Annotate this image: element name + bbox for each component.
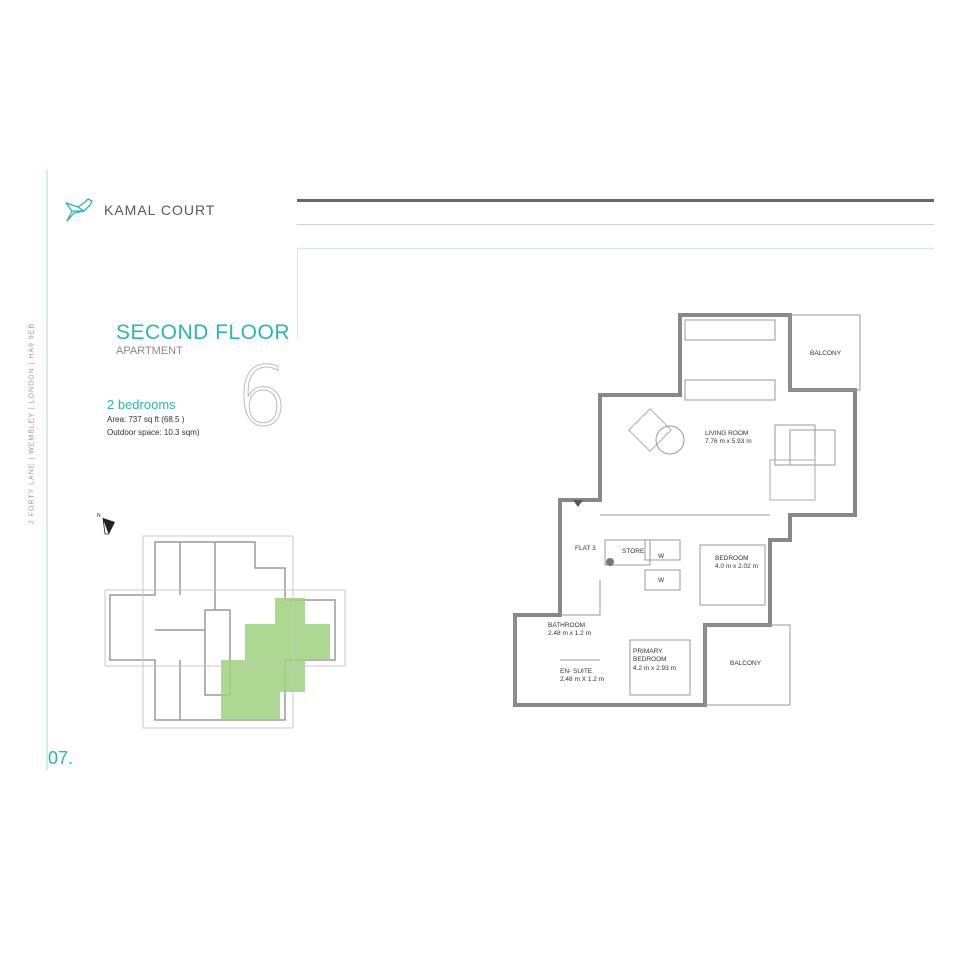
north-arrow-icon: N — [97, 513, 115, 535]
unit-number: 6 — [235, 350, 289, 446]
frame-top-line — [297, 248, 934, 249]
frame-left-line — [297, 248, 298, 338]
room-balcony-bottom: BALCONY — [730, 660, 762, 667]
floor-title: SECOND FLOOR — [116, 321, 291, 344]
brand-name: KAMAL COURT — [104, 202, 216, 218]
bird-logo-icon — [65, 198, 93, 222]
header-rule-dark — [297, 199, 934, 202]
outdoor-space-text: Outdoor space: 10.3 sqm) — [107, 428, 200, 437]
room-store: STORE — [622, 548, 645, 555]
key-plan: N — [97, 513, 346, 729]
room-balcony-top: BALCONY — [810, 350, 842, 357]
room-wardrobe-2: W — [658, 577, 665, 584]
room-flat3: FLAT 3 — [575, 545, 596, 552]
floor-subtitle: APARTMENT — [116, 345, 183, 357]
left-accent-rule — [46, 170, 48, 770]
room-wardrobe-1: W — [658, 553, 665, 560]
address-text: 2 FORTY LANE | WEMBLEY | LONDON | HA9 9E… — [28, 322, 36, 525]
bedroom-count: 2 bedrooms — [107, 397, 176, 412]
page-number: 07. — [48, 748, 74, 768]
address-vertical: 2 FORTY LANE | WEMBLEY | LONDON | HA9 9E… — [12, 310, 52, 550]
svg-text:N: N — [97, 513, 101, 519]
area-text: Area: 737 sq ft (68.5 ) — [107, 415, 185, 424]
header-rule-light — [297, 224, 934, 225]
